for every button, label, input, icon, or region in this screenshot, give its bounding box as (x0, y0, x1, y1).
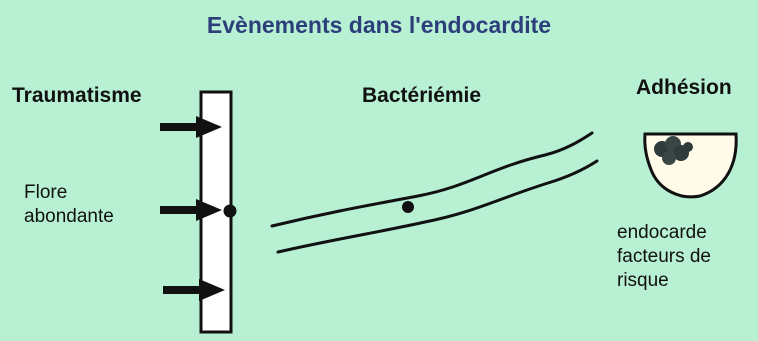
vessel-wall-upper (272, 133, 592, 226)
bacterium-in-blood (402, 201, 414, 213)
vessel-wall-lower (278, 161, 597, 252)
bacterium-in-barrier (224, 205, 237, 218)
